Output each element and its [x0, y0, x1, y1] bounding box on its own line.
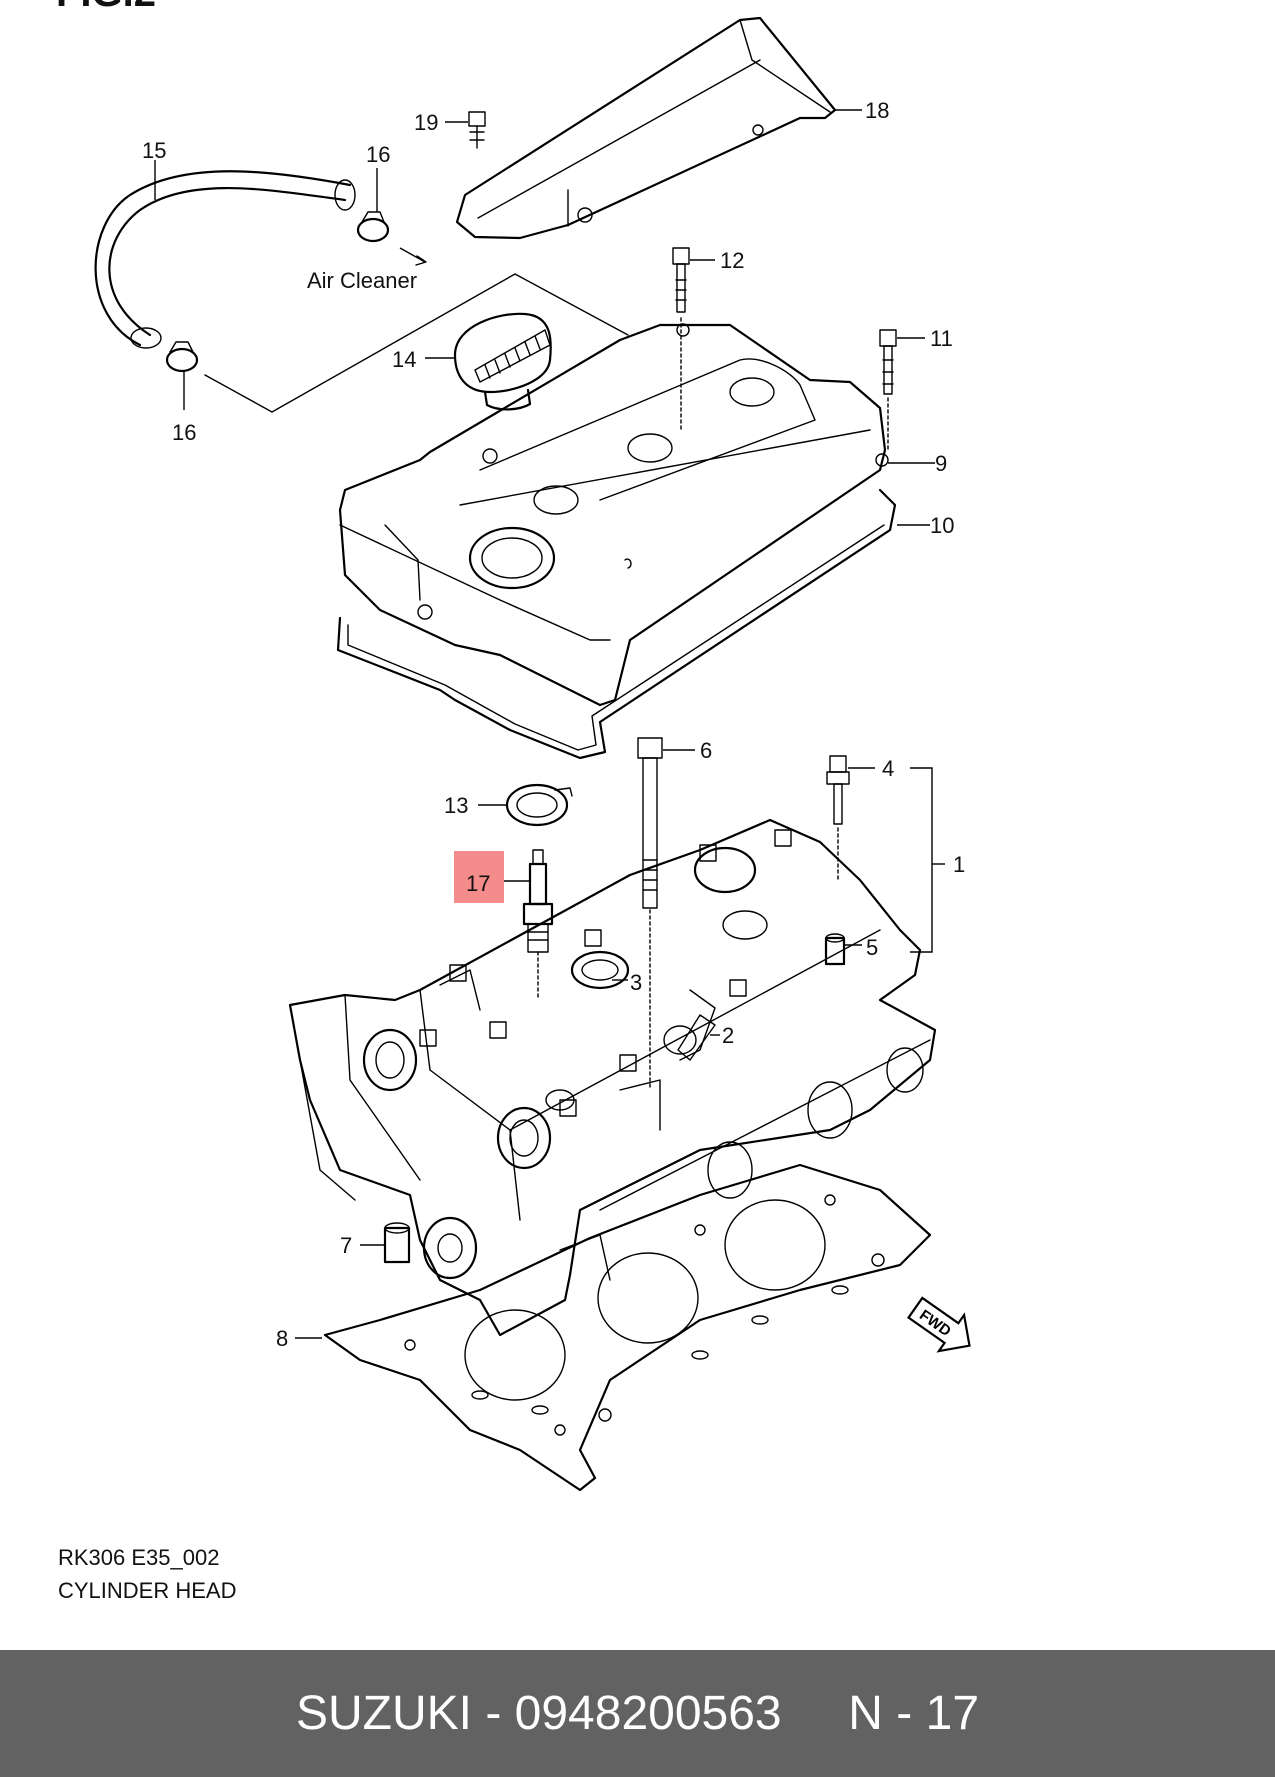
callout-19: 19	[414, 110, 438, 135]
callout-16-upper: 16	[366, 142, 390, 167]
air-cleaner-note: Air Cleaner	[307, 268, 417, 293]
part-1-cylinder-head[interactable]	[288, 818, 937, 1337]
part-4-bolt[interactable]	[826, 755, 850, 881]
callout-5: 5	[866, 935, 878, 960]
callout-10: 10	[930, 513, 954, 538]
callout-2: 2	[722, 1023, 734, 1048]
part-14-oil-filler-cap[interactable]	[453, 312, 552, 411]
callout-14: 14	[392, 347, 416, 372]
part-13-oil-seal[interactable]	[505, 783, 573, 827]
footer-spacer	[782, 1686, 849, 1741]
callout-8: 8	[276, 1326, 288, 1351]
footer-brand: SUZUKI	[295, 1687, 472, 1740]
part-18-breather-cover[interactable]	[455, 16, 837, 240]
part-9-head-cover[interactable]	[338, 323, 889, 707]
footer-ref: N - 17	[848, 1687, 980, 1740]
part-6-head-bolt[interactable]	[637, 737, 663, 1091]
part-2-valve[interactable]	[677, 1014, 716, 1061]
part-16-clamp-upper[interactable]	[356, 211, 390, 243]
callout-3: 3	[630, 970, 642, 995]
callout-18: 18	[865, 98, 889, 123]
footer-part-number: 0948200563	[514, 1687, 782, 1740]
footer-separator: -	[472, 1687, 515, 1740]
diagram-code: RK306 E35_002	[58, 1545, 220, 1570]
callout-12: 12	[720, 248, 744, 273]
part-8-head-gasket[interactable]	[323, 1163, 932, 1492]
fwd-arrow-icon: FWD	[907, 1296, 971, 1353]
callout-9: 9	[935, 451, 947, 476]
callout-11: 11	[930, 326, 953, 351]
figure-heading: FIG.2	[56, 0, 156, 15]
footer-bar: SUZUKI - 0948200563 N - 17	[0, 1650, 1275, 1777]
callout-1: 1	[953, 852, 965, 877]
part-12-bolt[interactable]	[672, 247, 690, 313]
part-7-dowel[interactable]	[383, 1222, 411, 1264]
part-11-bolt[interactable]	[879, 329, 897, 395]
callout-15: 15	[142, 138, 166, 163]
callout-17: 17	[466, 871, 490, 896]
callout-16-lower: 16	[172, 420, 196, 445]
callout-13: 13	[444, 793, 468, 818]
part-17-spark-plug[interactable]	[522, 849, 554, 1001]
callout-17-highlight	[454, 851, 504, 903]
part-5-dowel-pin[interactable]	[824, 933, 846, 966]
callout-7: 7	[340, 1233, 352, 1258]
exploded-parts-diagram: FIG.2 18 19 15 16 16 Air Cleaner	[56, 0, 971, 1492]
part-10-cover-gasket[interactable]	[336, 488, 897, 760]
callout-6: 6	[700, 738, 712, 763]
callout-4: 4	[882, 756, 894, 781]
part-15-hose[interactable]	[94, 170, 356, 349]
diagram-title: CYLINDER HEAD	[58, 1578, 237, 1603]
part-19-bolt[interactable]	[468, 111, 486, 149]
part-16-clamp-lower[interactable]	[165, 341, 199, 373]
